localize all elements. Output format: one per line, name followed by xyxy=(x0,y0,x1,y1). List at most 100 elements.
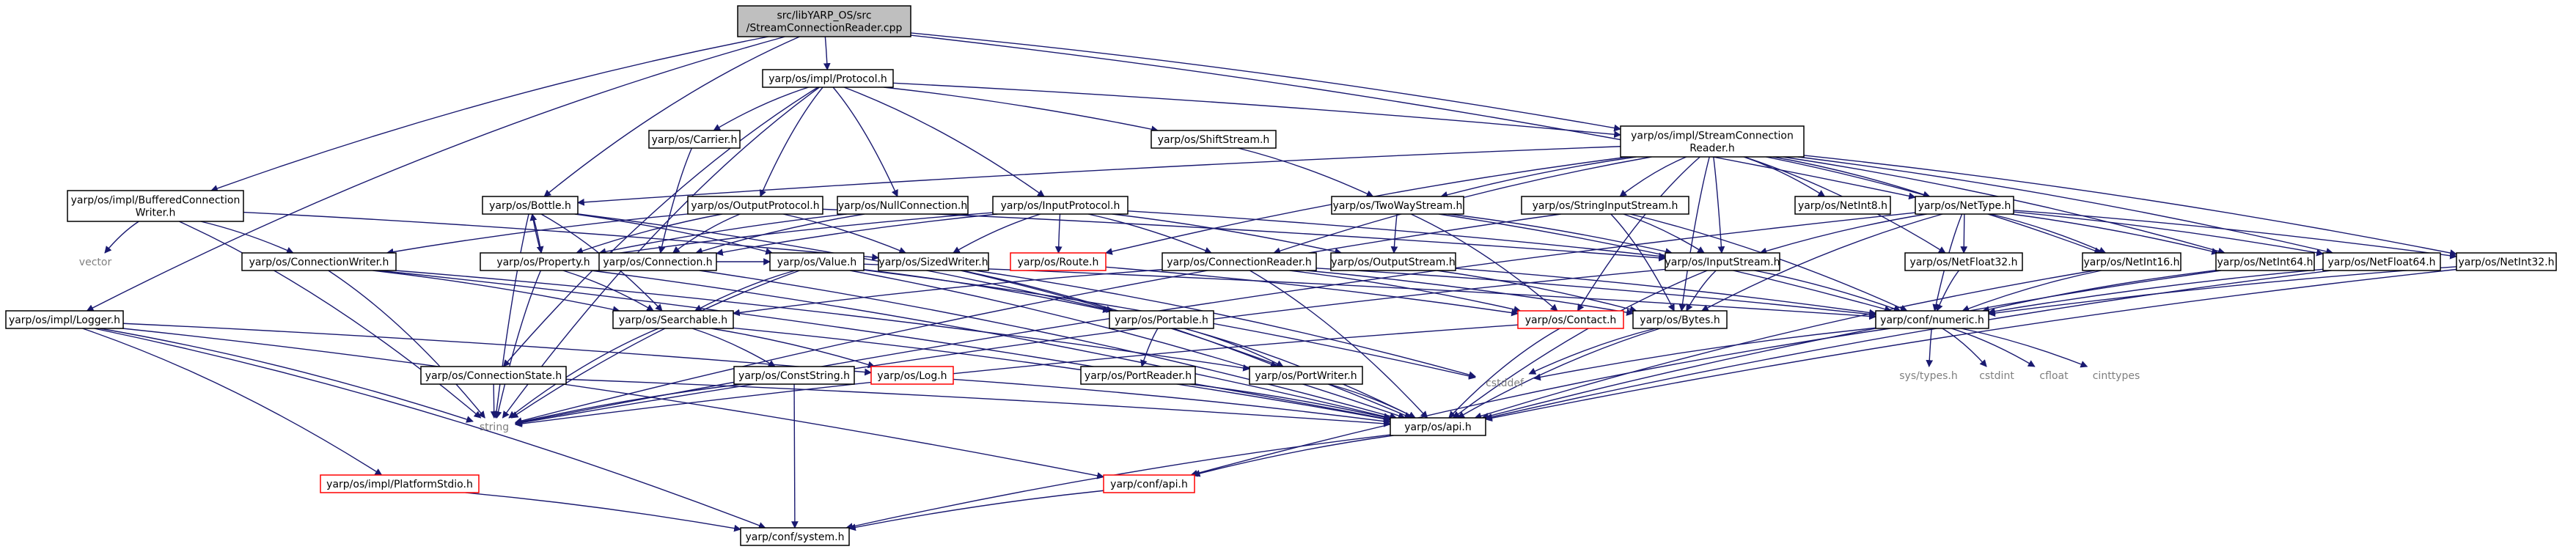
node-platformstdio[interactable]: yarp/os/impl/PlatformStdio.h xyxy=(320,474,480,493)
edge-logger-to-platformstdio xyxy=(82,328,383,476)
edge-value-to-string xyxy=(510,270,800,419)
edge-netfloat64-to-numeric xyxy=(1988,268,2324,315)
edge-conststring-to-string xyxy=(515,383,743,425)
edge-root-to-logger xyxy=(86,36,785,312)
node-outputprotocol[interactable]: yarp/os/OutputProtocol.h xyxy=(687,196,823,215)
node-label-log: yarp/os/Log.h xyxy=(877,370,947,382)
node-conststring[interactable]: yarp/os/ConstString.h xyxy=(733,366,855,385)
node-box-netint32 xyxy=(2456,252,2557,271)
node-connreader[interactable]: yarp/os/ConnectionReader.h xyxy=(1162,252,1317,271)
edge-stringinput-to-inputstream xyxy=(1623,213,1705,254)
node-portable[interactable]: yarp/os/Portable.h xyxy=(1109,310,1214,329)
edge-nettype-to-netint32 xyxy=(2013,210,2457,260)
edge-root-to-scr xyxy=(910,32,1621,132)
edge-connwriter-to-searchable xyxy=(373,270,620,313)
node-netfloat64[interactable]: yarp/os/NetFloat64.h xyxy=(2322,252,2441,271)
node-system[interactable]: yarp/conf/system.h xyxy=(740,527,850,546)
node-netint32[interactable]: yarp/os/NetInt32.h xyxy=(2456,252,2557,271)
node-contact[interactable]: yarp/os/Contact.h xyxy=(1517,310,1624,329)
edge-searchable-to-osapi xyxy=(733,327,1391,423)
edge-sizedwriter-to-cstddef xyxy=(975,270,1476,378)
node-connstate[interactable]: yarp/os/ConnectionState.h xyxy=(420,366,567,385)
node-numeric[interactable]: yarp/conf/numeric.h xyxy=(1875,310,1989,329)
edge-netint16-to-osapi xyxy=(1474,270,2095,420)
node-root[interactable]: src/libYARP_OS/src/StreamConnectionReade… xyxy=(737,5,911,37)
edge-searchable-to-log xyxy=(711,328,876,369)
node-box-logger xyxy=(5,310,124,329)
node-inputstream[interactable]: yarp/os/InputStream.h xyxy=(1665,252,1780,271)
node-box-outputstream xyxy=(1330,252,1456,271)
node-portwriter[interactable]: yarp/os/PortWriter.h xyxy=(1249,366,1363,385)
node-outputstream[interactable]: yarp/os/OutputStream.h xyxy=(1330,252,1456,271)
node-systypes: sys/types.h xyxy=(1899,370,1957,382)
node-value[interactable]: yarp/os/Value.h xyxy=(769,252,865,271)
node-portreader[interactable]: yarp/os/PortReader.h xyxy=(1080,366,1196,385)
node-confapi[interactable]: yarp/conf/api.h xyxy=(1103,474,1195,493)
node-inputprotocol[interactable]: yarp/os/InputProtocol.h xyxy=(992,196,1129,215)
edge-scr-to-netint32 xyxy=(1803,155,2457,257)
edge-root-to-bottle xyxy=(543,36,800,197)
node-label-netfloat32: yarp/os/NetFloat32.h xyxy=(1909,257,2017,268)
node-vector: vector xyxy=(79,257,112,268)
node-label-shiftstream: yarp/os/ShiftStream.h xyxy=(1158,134,1270,146)
node-box-connreader xyxy=(1162,252,1317,271)
node-connwriter[interactable]: yarp/os/ConnectionWriter.h xyxy=(241,252,397,271)
node-label-logger: yarp/os/impl/Logger.h xyxy=(9,314,120,326)
edge-property-to-osapi xyxy=(590,270,1391,420)
edge-scr-to-netfloat64 xyxy=(1797,156,2334,255)
node-bottle[interactable]: yarp/os/Bottle.h xyxy=(482,196,579,215)
edge-protocol-to-shiftstream xyxy=(883,87,1159,133)
node-protocol[interactable]: yarp/os/impl/Protocol.h xyxy=(762,69,894,88)
edge-bottle-to-value xyxy=(574,213,774,255)
node-box-numeric xyxy=(1875,310,1989,329)
edge-scr-to-bytes xyxy=(1678,156,1710,312)
edge-portreader-to-osapi xyxy=(1189,383,1391,421)
edge-netfloat64-to-osapi xyxy=(1485,270,2332,421)
node-netint64[interactable]: yarp/os/NetInt64.h xyxy=(2215,252,2315,271)
edge-contact-to-osapi xyxy=(1448,328,1560,419)
edge-searchable-to-conststring xyxy=(691,328,776,367)
node-cinttypes: cinttypes xyxy=(2093,370,2140,382)
edge-nettype-to-netfloat64 xyxy=(2013,211,2324,257)
node-label-contact: yarp/os/Contact.h xyxy=(1525,314,1617,326)
edge-numeric-to-cstddef xyxy=(1533,327,1876,381)
edge-nullconn-to-connection xyxy=(695,213,865,255)
node-route[interactable]: yarp/os/Route.h xyxy=(1010,252,1107,271)
node-netfloat32[interactable]: yarp/os/NetFloat32.h xyxy=(1904,252,2023,271)
node-box-portwriter xyxy=(1249,366,1363,385)
node-box-nettype xyxy=(1915,196,2014,215)
node-label-connection: yarp/os/Connection.h xyxy=(603,257,712,268)
node-box-connection xyxy=(598,252,717,271)
node-nettype[interactable]: yarp/os/NetType.h xyxy=(1915,196,2014,215)
node-property[interactable]: yarp/os/Property.h xyxy=(480,252,607,271)
edge-numeric-to-cfloat xyxy=(1951,328,2036,367)
node-shiftstream[interactable]: yarp/os/ShiftStream.h xyxy=(1151,130,1277,149)
node-netint16[interactable]: yarp/os/NetInt16.h xyxy=(2082,252,2181,271)
node-netint8[interactable]: yarp/os/NetInt8.h xyxy=(1794,196,1891,215)
node-bytes[interactable]: yarp/os/Bytes.h xyxy=(1632,310,1728,329)
node-logger[interactable]: yarp/os/impl/Logger.h xyxy=(5,310,124,329)
node-log[interactable]: yarp/os/Log.h xyxy=(870,366,954,385)
node-box-route xyxy=(1010,252,1107,271)
node-searchable[interactable]: yarp/os/Searchable.h xyxy=(612,310,734,329)
node-connection[interactable]: yarp/os/Connection.h xyxy=(598,252,717,271)
edge-scr-to-stringinput xyxy=(1619,156,1687,197)
node-cstdint: cstdint xyxy=(1979,370,2014,382)
edge-property-to-bottle xyxy=(529,213,542,254)
node-carrier[interactable]: yarp/os/Carrier.h xyxy=(648,130,741,149)
node-twoway[interactable]: yarp/os/TwoWayStream.h xyxy=(1331,196,1464,215)
node-label-cstdint: cstdint xyxy=(1979,370,2014,382)
edge-scr-to-contact xyxy=(1577,156,1700,312)
node-label-protocol: yarp/os/impl/Protocol.h xyxy=(768,73,887,85)
node-box-netint8 xyxy=(1794,196,1891,215)
node-label-connstate: yarp/os/ConnectionState.h xyxy=(425,370,562,382)
node-scr[interactable]: yarp/os/impl/StreamConnectionReader.h xyxy=(1620,125,1805,158)
edge-contact-to-string xyxy=(515,324,1519,427)
node-stringinput[interactable]: yarp/os/StringInputStream.h xyxy=(1521,196,1689,215)
node-sizedwriter[interactable]: yarp/os/SizedWriter.h xyxy=(878,252,989,271)
edge-bottle-to-string xyxy=(493,213,529,419)
node-osapi[interactable]: yarp/os/api.h xyxy=(1390,417,1486,436)
node-nullconn[interactable]: yarp/os/NullConnection.h xyxy=(837,196,969,215)
